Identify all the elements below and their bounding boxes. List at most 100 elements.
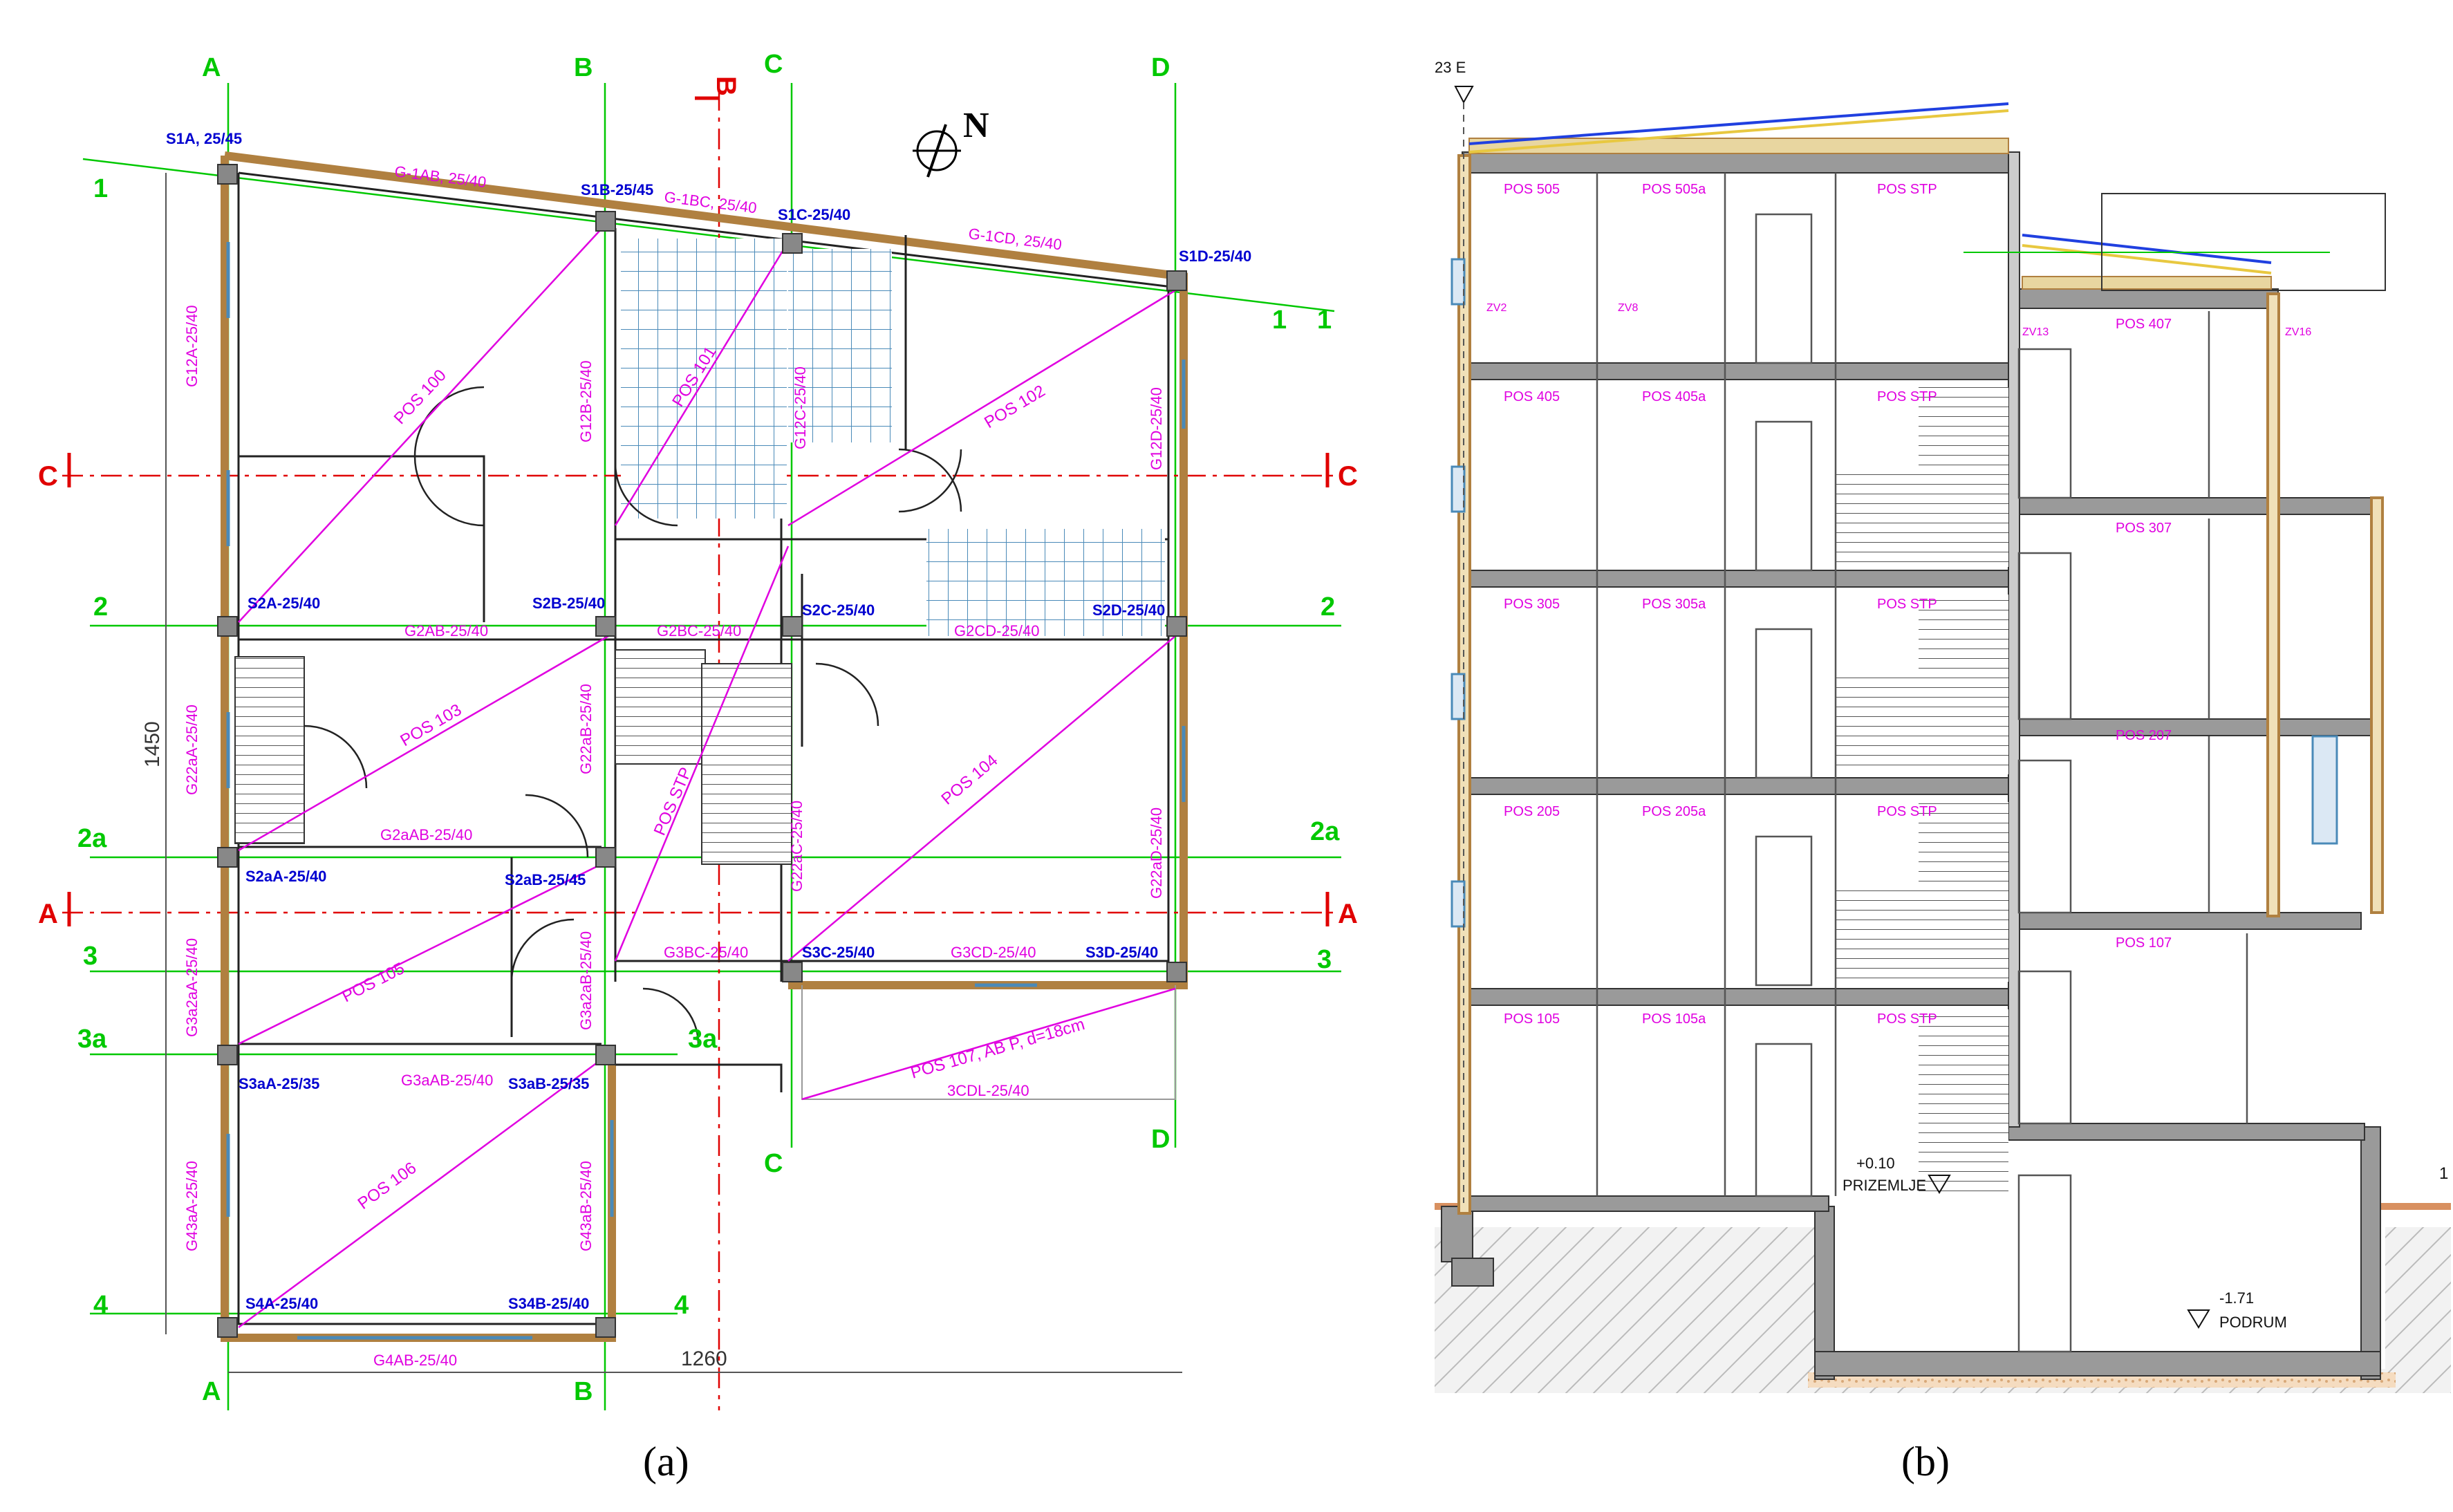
core-wall: [2008, 151, 2020, 1128]
svg-text:POS 505: POS 505: [1504, 182, 1560, 197]
svg-text:POS 107, AB P, d=18cm: POS 107, AB P, d=18cm: [908, 1015, 1087, 1083]
svg-text:G3CD-25/40: G3CD-25/40: [951, 944, 1036, 961]
beam-labels: G-1AB, 25/40 G-1BC, 25/40 G-1CD, 25/40 G…: [373, 162, 1063, 1369]
svg-text:3CDL-25/40: 3CDL-25/40: [947, 1082, 1029, 1099]
svg-text:PRIZEMLJE: PRIZEMLJE: [1843, 1177, 1926, 1194]
stair-plan: [234, 649, 792, 865]
svg-text:B: B: [711, 76, 741, 96]
level-mark-basement: -1.71 PODRUM: [2187, 1289, 2287, 1331]
svg-text:G22aA-25/40: G22aA-25/40: [183, 704, 200, 795]
svg-text:G43aB-25/40: G43aB-25/40: [577, 1161, 595, 1251]
svg-text:POS 207: POS 207: [2116, 728, 2172, 743]
axis-letters-top: A B C D: [202, 50, 1170, 82]
svg-text:G22aD-25/40: G22aD-25/40: [1148, 808, 1165, 899]
svg-text:2a: 2a: [1310, 817, 1340, 846]
vertical-beam-labels: G12A-25/40 G12B-25/40 G12C-25/40 G12D-25…: [183, 305, 1165, 1251]
svg-text:POS STP: POS STP: [1877, 1011, 1937, 1027]
tiled-rooms: [621, 239, 1165, 636]
svg-text:POS 104: POS 104: [938, 751, 1002, 808]
svg-text:4: 4: [93, 1291, 108, 1320]
svg-text:C: C: [764, 50, 783, 79]
floor-slabs: [1462, 151, 2382, 1212]
windows: [226, 242, 1186, 1340]
dimension-lines: [165, 173, 1182, 1373]
svg-text:POS 305: POS 305: [1504, 597, 1560, 612]
svg-text:POS STP: POS STP: [651, 765, 696, 838]
columns: [217, 164, 1187, 1338]
svg-text:S4A-25/40: S4A-25/40: [245, 1295, 318, 1312]
svg-text:C: C: [764, 1149, 783, 1178]
svg-text:3a: 3a: [688, 1025, 718, 1054]
svg-text:POS 405: POS 405: [1504, 389, 1560, 404]
svg-text:POS STP: POS STP: [1877, 597, 1937, 612]
svg-text:G4AB-25/40: G4AB-25/40: [373, 1352, 457, 1369]
svg-text:G12A-25/40: G12A-25/40: [183, 305, 200, 387]
svg-text:POS STP: POS STP: [1877, 182, 1937, 197]
svg-text:G22aC-25/40: G22aC-25/40: [788, 801, 805, 892]
svg-text:POS 205a: POS 205a: [1642, 804, 1706, 819]
svg-text:POS 505a: POS 505a: [1642, 182, 1706, 197]
section-windows: [1451, 258, 2338, 928]
svg-text:S3C-25/40: S3C-25/40: [802, 944, 875, 961]
svg-text:S2aA-25/40: S2aA-25/40: [245, 868, 326, 885]
section-stairs: [1836, 387, 2008, 1196]
svg-text:G22aB-25/40: G22aB-25/40: [577, 684, 595, 774]
svg-text:PODRUM: PODRUM: [2219, 1314, 2287, 1331]
svg-text:S3D-25/40: S3D-25/40: [1085, 944, 1158, 961]
svg-text:POS STP: POS STP: [1877, 804, 1937, 819]
svg-text:G2BC-25/40: G2BC-25/40: [657, 622, 741, 640]
caption-panel-b: (b): [1901, 1439, 1950, 1484]
north-arrow-icon: [913, 124, 961, 178]
svg-text:ZV13: ZV13: [2022, 326, 2049, 338]
basement-structure: [1441, 1126, 2381, 1380]
svg-text:D: D: [1151, 53, 1170, 82]
svg-text:G43aA-25/40: G43aA-25/40: [183, 1161, 200, 1251]
svg-text:2: 2: [1321, 592, 1335, 622]
svg-text:G12B-25/40: G12B-25/40: [577, 360, 595, 442]
svg-text:S1C-25/40: S1C-25/40: [778, 206, 850, 223]
svg-text:S34B-25/40: S34B-25/40: [508, 1295, 589, 1312]
svg-text:ZV16: ZV16: [2285, 326, 2311, 338]
svg-text:S2C-25/40: S2C-25/40: [802, 601, 875, 619]
svg-text:G2aAB-25/40: G2aAB-25/40: [380, 826, 472, 843]
section-ticks: [67, 96, 1330, 926]
section-labels: C C A A B: [38, 76, 1358, 929]
svg-text:POS 107: POS 107: [2116, 935, 2172, 951]
svg-text:S2B-25/40: S2B-25/40: [532, 595, 605, 612]
svg-text:S1B-25/45: S1B-25/45: [581, 181, 653, 198]
svg-text:POS 305a: POS 305a: [1642, 597, 1706, 612]
svg-text:S2aB-25/45: S2aB-25/45: [505, 871, 586, 888]
svg-text:+0.10: +0.10: [1856, 1155, 1895, 1172]
svg-text:G3a2aB-25/40: G3a2aB-25/40: [577, 931, 595, 1030]
axis-numbers-right: 1 1 2 2a 3 3a 4: [674, 306, 1340, 1320]
level-mark-ground: +0.10 PRIZEMLJE: [1843, 1155, 1951, 1194]
svg-text:A: A: [202, 53, 221, 82]
svg-text:3: 3: [1317, 945, 1332, 974]
wall-mark-labels: ZV2 ZV8 ZV13 ZV16: [1486, 302, 2311, 338]
building-section: POS 505 POS 505a POS STP POS 407 POS 405…: [1435, 59, 2451, 1393]
column-labels: S1A, 25/45 S1B-25/45 S1C-25/40 S1D-25/40…: [166, 130, 1251, 1312]
svg-text:POS 407: POS 407: [2116, 317, 2172, 332]
svg-text:A: A: [1338, 899, 1358, 929]
svg-text:S2D-25/40: S2D-25/40: [1092, 601, 1165, 619]
svg-text:1: 1: [1317, 306, 1332, 335]
partitions-doors: [1596, 173, 2248, 1353]
svg-text:1: 1: [93, 174, 108, 203]
balcony-outline: [801, 985, 1176, 1100]
svg-text:C: C: [1338, 461, 1358, 492]
svg-text:POS 405a: POS 405a: [1642, 389, 1706, 404]
caption-panel-a: (a): [643, 1439, 689, 1484]
svg-text:A: A: [38, 899, 58, 929]
svg-text:POS 205: POS 205: [1504, 804, 1560, 819]
svg-text:-1.71: -1.71: [2219, 1289, 2254, 1307]
svg-text:B: B: [574, 53, 593, 82]
svg-text:C: C: [38, 461, 58, 492]
svg-text:S3aB-25/35: S3aB-25/35: [508, 1075, 589, 1092]
floor-plan: N A B C D A B C D 1 2 2a 3 3a 4 1 1 2 2a…: [38, 50, 1358, 1410]
svg-text:POS 105a: POS 105a: [1642, 1011, 1706, 1027]
doors: [304, 386, 962, 1045]
svg-text:G12C-25/40: G12C-25/40: [792, 366, 809, 449]
svg-text:S1A, 25/45: S1A, 25/45: [166, 130, 242, 147]
svg-text:POS STP: POS STP: [1877, 389, 1937, 404]
